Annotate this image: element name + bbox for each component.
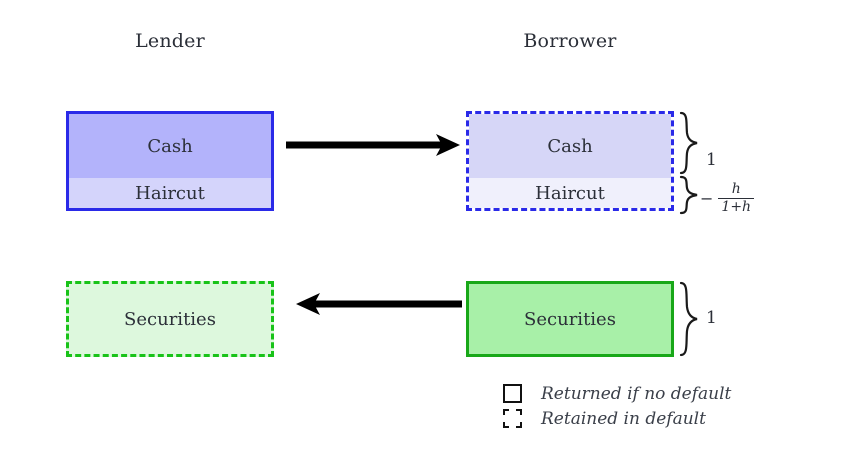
- borrower-cash-box: Cash Haircut: [466, 111, 674, 211]
- securities-amount-label: 1: [706, 308, 717, 328]
- cash-brace-icon: [679, 111, 698, 175]
- haircut-fraction-numerator: h: [731, 181, 741, 197]
- borrower-securities-label: Securities: [524, 308, 616, 330]
- cash-amount-label: 1: [706, 150, 717, 170]
- cash-flow-arrow-icon: [286, 134, 460, 156]
- haircut-fraction-bar: [718, 198, 755, 200]
- lender-cash-segment-label: Cash: [69, 114, 271, 178]
- column-heading-lender: Lender: [135, 30, 205, 52]
- haircut-fraction-denominator: 1+h: [721, 199, 752, 216]
- haircut-minus-sign: −: [700, 189, 714, 209]
- securities-brace-icon: [679, 281, 698, 357]
- legend: Returned if no default Retained in defau…: [503, 381, 731, 431]
- legend-solid-square-icon: [503, 384, 522, 403]
- lender-haircut-segment-label: Haircut: [69, 178, 271, 208]
- legend-label-returned: Returned if no default: [541, 383, 732, 404]
- legend-label-retained: Retained in default: [541, 408, 706, 429]
- haircut-brace-icon: [679, 175, 698, 215]
- haircut-amount-label: − h 1+h: [700, 181, 755, 216]
- haircut-fraction: h 1+h: [718, 181, 755, 216]
- lender-securities-box: Securities: [66, 281, 274, 357]
- lender-cash-box: Cash Haircut: [66, 111, 274, 211]
- column-heading-borrower: Borrower: [523, 30, 617, 52]
- borrower-securities-box: Securities: [466, 281, 674, 357]
- legend-item-returned: Returned if no default: [503, 381, 731, 406]
- borrower-cash-segment-label: Cash: [469, 114, 671, 178]
- securities-flow-arrow-icon: [296, 293, 462, 315]
- borrower-haircut-segment-label: Haircut: [469, 178, 671, 208]
- legend-dashed-square-icon: [503, 409, 522, 428]
- lender-securities-label: Securities: [124, 308, 216, 330]
- legend-item-retained: Retained in default: [503, 406, 731, 431]
